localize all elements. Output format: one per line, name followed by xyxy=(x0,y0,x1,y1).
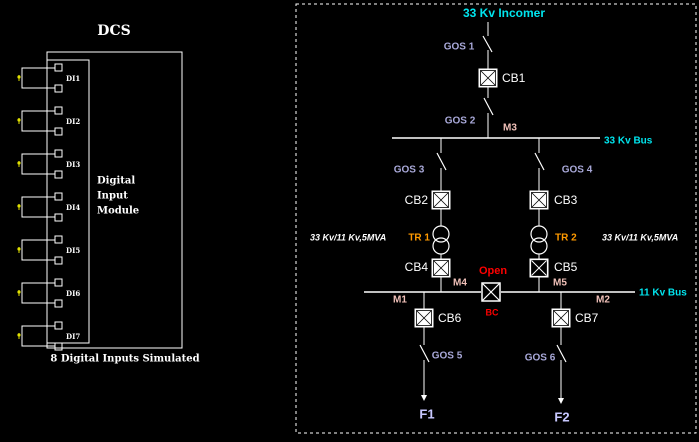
cb4-breaker[interactable] xyxy=(431,258,451,278)
incomer-label: 33 Kv Incomer xyxy=(463,6,545,20)
di-terminal-top xyxy=(54,106,63,115)
di-terminal-bottom xyxy=(54,213,63,222)
m1-label: M1 xyxy=(393,295,407,306)
gos1-label: GOS 1 xyxy=(444,42,475,53)
cb6-label: CB6 xyxy=(438,311,462,325)
di-wire-loop xyxy=(21,110,55,132)
gos4-label: GOS 4 xyxy=(562,165,593,176)
tr1-transformer xyxy=(432,225,450,255)
cb3-breaker[interactable] xyxy=(529,190,549,210)
di-terminal-top xyxy=(54,235,63,244)
tr1-rating: 33 Kv/11 Kv,5MVA xyxy=(310,232,386,242)
di-terminal-bottom xyxy=(54,256,63,265)
module-label-line2: Input xyxy=(97,191,128,202)
di-label: DI5 xyxy=(66,246,80,255)
di-wire-loop xyxy=(21,239,55,261)
tr2-rating: 33 Kv/11 Kv,5MVA xyxy=(602,232,678,242)
cb6-breaker[interactable] xyxy=(414,308,434,328)
di-terminal-top xyxy=(54,278,63,287)
di-terminal-block: DI5 xyxy=(17,235,80,265)
di-wire-loop xyxy=(21,325,55,347)
di-terminal-block: DI6 xyxy=(17,278,80,308)
tr2-label: TR 2 xyxy=(555,233,577,244)
di-terminal-block: DI1 xyxy=(17,63,80,93)
di-wire-loop xyxy=(21,282,55,304)
gos1-switch[interactable] xyxy=(482,35,493,53)
m5-label: M5 xyxy=(553,278,567,289)
di-terminal-block: DI4 xyxy=(17,192,80,222)
gos3-switch[interactable] xyxy=(436,152,447,171)
gos5-switch[interactable] xyxy=(419,344,430,363)
sld-frame xyxy=(295,3,697,434)
di-terminal-top xyxy=(54,321,63,330)
cb2-label: CB2 xyxy=(405,193,429,207)
di-terminal-block: DI2 xyxy=(17,106,80,136)
di-wire-loop xyxy=(21,67,55,89)
tr2-transformer xyxy=(530,225,548,255)
module-label-line3: Module xyxy=(97,206,139,217)
cb7-label: CB7 xyxy=(575,311,599,325)
gos3-label: GOS 3 xyxy=(394,165,425,176)
gos2-label: GOS 2 xyxy=(445,116,476,127)
dcs-title: DCS xyxy=(97,23,130,39)
cb7-breaker[interactable] xyxy=(551,308,571,328)
di-terminal-block: DI7 xyxy=(17,321,80,351)
cb1-label: CB1 xyxy=(502,71,526,85)
di-terminal-bottom xyxy=(54,342,63,351)
di-wire-loop xyxy=(21,196,55,218)
cb4-label: CB4 xyxy=(405,260,429,274)
gos6-label: GOS 6 xyxy=(525,353,556,364)
di-terminal-block: DI3 xyxy=(17,149,80,179)
di-terminal-bottom xyxy=(54,299,63,308)
cb5-label: CB5 xyxy=(554,260,578,274)
di-label: DI2 xyxy=(66,117,80,126)
gos2-switch[interactable] xyxy=(483,97,494,116)
cb5-breaker[interactable] xyxy=(529,258,549,278)
bc-state-label: Open xyxy=(479,265,507,277)
single-line-diagram: 33 Kv Incomer GOS 1 CB1 GOS 2 M3 33 Kv B… xyxy=(310,6,687,424)
di-terminal-top xyxy=(54,63,63,72)
di-label: DI6 xyxy=(66,289,80,298)
feeder-f1-label: F1 xyxy=(419,406,434,421)
cb2-breaker[interactable] xyxy=(431,190,451,210)
di-label: DI7 xyxy=(66,332,80,341)
di-terminal-top xyxy=(54,149,63,158)
di-label: DI1 xyxy=(66,74,80,83)
di-terminal-bottom xyxy=(54,127,63,136)
di-label: DI3 xyxy=(66,160,80,169)
dcs-footer: 8 Digital Inputs Simulated xyxy=(50,354,199,365)
di-label: DI4 xyxy=(66,203,80,212)
di-terminal-bottom xyxy=(54,84,63,93)
gos6-switch[interactable] xyxy=(556,344,567,363)
di-terminal-bottom xyxy=(54,170,63,179)
cb3-label: CB3 xyxy=(554,193,578,207)
bc-label: BC xyxy=(486,307,499,317)
gos4-switch[interactable] xyxy=(534,152,545,171)
gos5-label: GOS 5 xyxy=(432,351,463,362)
tr1-label: TR 1 xyxy=(408,233,430,244)
di-terminal-top xyxy=(54,192,63,201)
module-label-line1: Digital xyxy=(97,176,135,187)
dcs-terminal-strip xyxy=(46,59,90,344)
feeder-f2-label: F2 xyxy=(554,409,569,424)
cb1-breaker[interactable] xyxy=(478,68,498,88)
bus33-label: 33 Kv Bus xyxy=(604,136,653,147)
m4-label: M4 xyxy=(453,278,467,289)
di-wire-loop xyxy=(21,153,55,175)
bus11-label: 11 Kv Bus xyxy=(639,288,687,299)
m2-label: M2 xyxy=(596,295,610,306)
m3-label: M3 xyxy=(503,123,517,134)
bus-coupler-breaker[interactable] xyxy=(481,282,501,302)
